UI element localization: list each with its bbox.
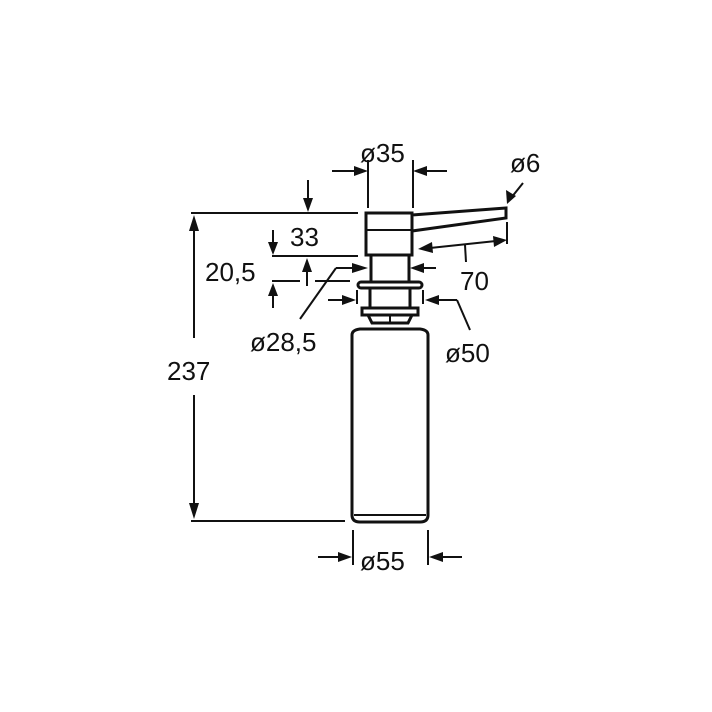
dim-head-height: 33 (290, 180, 319, 252)
dim-flange-diameter: ø50 (328, 290, 490, 368)
dim-spout-diameter: ø6 (506, 148, 540, 204)
dim-total-height: 237 (167, 212, 358, 522)
bottle (350, 327, 430, 524)
label-thread-diameter: ø28,5 (250, 327, 317, 357)
dim-spout-reach: 70 (418, 222, 508, 296)
label-spout-reach: 70 (460, 266, 489, 296)
neck (369, 253, 411, 284)
label-total-height: 237 (167, 356, 210, 386)
dispenser-outline (350, 206, 508, 524)
label-collar-height: 20,5 (205, 257, 256, 287)
pump-head (364, 211, 414, 257)
label-spout-diameter: ø6 (510, 148, 540, 178)
spout (410, 206, 508, 233)
dim-thread-diameter: ø28,5 (250, 263, 436, 357)
label-flange-diameter: ø50 (445, 338, 490, 368)
dim-bottle-diameter: ø55 (318, 530, 462, 576)
label-head-height: 33 (290, 222, 319, 252)
dim-top-diameter: ø35 (332, 138, 447, 208)
label-top-diameter: ø35 (360, 138, 405, 168)
dim-collar-height: 20,5 (205, 230, 358, 308)
label-bottle-diameter: ø55 (360, 546, 405, 576)
